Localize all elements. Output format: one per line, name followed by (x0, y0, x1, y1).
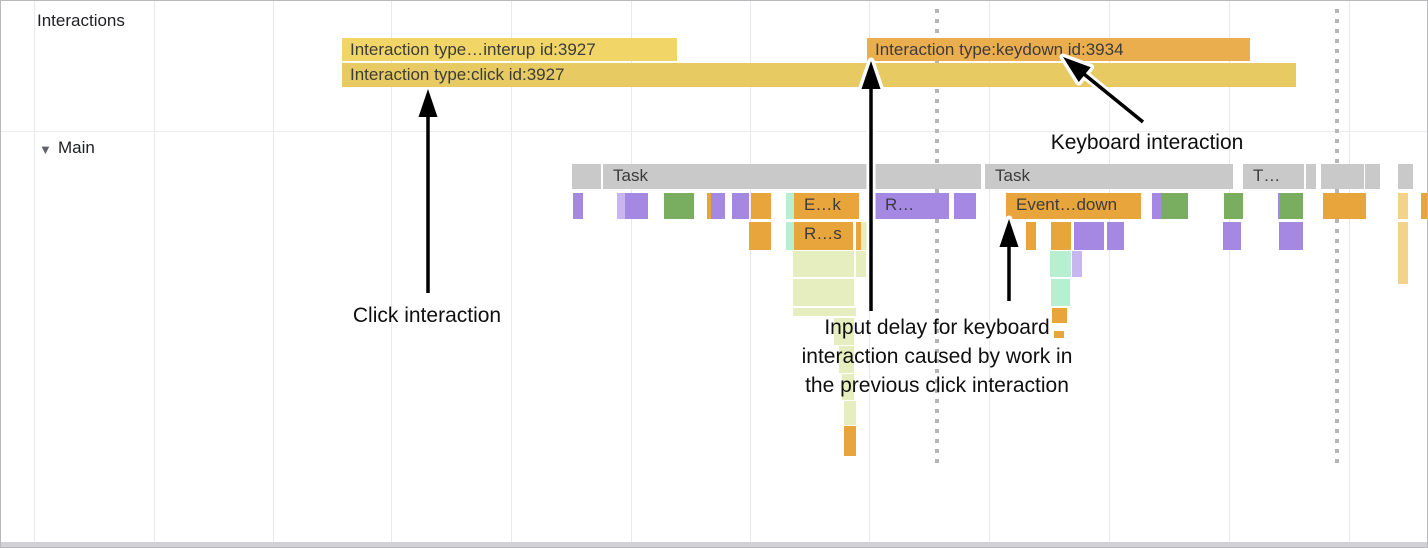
gridline (1109, 1, 1110, 542)
flame-segment[interactable] (1152, 193, 1162, 219)
flame-segment[interactable] (1052, 308, 1067, 323)
dotted-guideline (1335, 9, 1339, 469)
flame-segment[interactable]: E…k (794, 193, 859, 219)
flame-segment[interactable] (954, 193, 976, 219)
task-bar[interactable] (1403, 164, 1413, 189)
flame-segment[interactable] (1280, 193, 1303, 219)
flame-segment[interactable] (793, 308, 856, 316)
flame-segment[interactable] (1223, 222, 1241, 250)
flame-segment[interactable] (844, 401, 856, 425)
flame-segment[interactable] (738, 193, 749, 219)
task-bar[interactable]: Task (603, 164, 981, 189)
interaction-keydown[interactable]: Interaction type:keydown id:3934 (867, 38, 1250, 61)
gridline (511, 1, 512, 542)
flame-segment[interactable] (617, 193, 627, 219)
flame-segment[interactable] (1224, 193, 1243, 219)
click-interaction-arrow-head (418, 89, 438, 117)
flame-segment[interactable] (1051, 279, 1070, 306)
flame-segment[interactable] (839, 346, 854, 373)
gridline (989, 1, 990, 542)
keyboard-interaction-note: Keyboard interaction (1050, 131, 1244, 154)
task-bar[interactable]: T… (1243, 164, 1304, 189)
task-bar[interactable] (1306, 164, 1316, 189)
flame-segment[interactable] (844, 426, 856, 456)
main-track-label[interactable]: Main (58, 138, 95, 157)
dotted-guideline (935, 9, 939, 469)
flame-segment[interactable] (834, 318, 854, 345)
interaction-pointerup[interactable]: Interaction type…interup id:3927 (342, 38, 677, 61)
flame-segment[interactable] (793, 279, 854, 306)
task-bar[interactable] (1321, 164, 1364, 189)
track-divider (1, 131, 1427, 132)
flame-segment[interactable] (1279, 222, 1303, 250)
flame-segment[interactable] (1398, 193, 1408, 219)
gridline (1229, 1, 1230, 542)
event-keydown-arrow-head (996, 215, 1022, 251)
flame-segment[interactable] (1054, 331, 1064, 338)
flame-segment[interactable] (1323, 193, 1366, 219)
horizontal-scrollbar[interactable] (1, 542, 1427, 547)
task-bar[interactable] (572, 164, 601, 189)
gridline (631, 1, 632, 542)
gridline (273, 1, 274, 542)
task-bar[interactable] (1370, 164, 1380, 189)
collapse-triangle-icon[interactable]: ▼ (39, 142, 52, 157)
flame-segment[interactable] (861, 222, 871, 250)
gridline (750, 1, 751, 542)
flame-segment[interactable] (1026, 222, 1036, 250)
interactions-track-label: Interactions (37, 11, 125, 30)
flame-segment[interactable] (732, 193, 742, 219)
flame-segment[interactable] (1072, 251, 1082, 277)
flame-segment[interactable] (751, 193, 771, 219)
flame-segment[interactable] (664, 193, 694, 219)
flame-segment[interactable] (786, 222, 796, 250)
flame-segment[interactable] (1051, 222, 1071, 250)
flame-segment[interactable] (1074, 222, 1104, 250)
flame-segment[interactable] (1421, 193, 1427, 219)
flame-segment[interactable]: Event…down (1006, 193, 1141, 219)
gridline (154, 1, 155, 542)
flame-segment[interactable] (1107, 222, 1124, 250)
input-delay-note: Input delay for keyboard interaction cau… (801, 316, 1073, 397)
gridline (391, 1, 392, 542)
flame-segment[interactable] (842, 374, 854, 400)
flame-segment[interactable] (1161, 193, 1188, 219)
task-bar[interactable]: Task (985, 164, 1233, 189)
flame-segment[interactable] (711, 193, 725, 219)
flame-segment[interactable] (793, 251, 854, 277)
flame-segment[interactable] (786, 193, 796, 219)
flame-segment[interactable]: R… (875, 193, 949, 219)
gridline (34, 1, 35, 542)
interaction-click[interactable]: Interaction type:click id:3927 (342, 63, 1296, 87)
flame-segment[interactable] (856, 251, 866, 277)
flame-segment[interactable] (573, 193, 583, 219)
flame-segment[interactable]: R…s (794, 222, 853, 250)
event-keydown-arrow-head (999, 219, 1019, 247)
flame-segment[interactable] (1398, 222, 1408, 284)
click-interaction-note: Click interaction (352, 304, 502, 327)
gridline (1349, 1, 1350, 542)
flame-segment[interactable] (625, 193, 648, 219)
flame-segment[interactable] (1050, 251, 1071, 277)
flame-segment[interactable] (749, 222, 771, 250)
